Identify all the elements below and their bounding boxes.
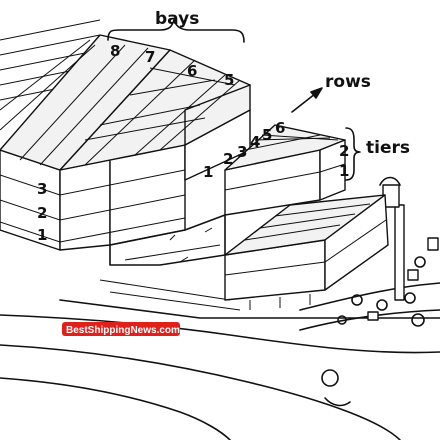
watermark-text: BestShippingNews.com	[66, 325, 180, 336]
row-number: 5	[262, 126, 272, 144]
row-number: 1	[203, 163, 213, 181]
bay-number: 7	[145, 48, 155, 66]
row-number: 2	[223, 150, 233, 168]
row-number: 3	[237, 143, 247, 161]
tier-number-right: 2	[339, 142, 349, 160]
tiers-bracket	[345, 127, 361, 181]
tier-number-right: 1	[339, 162, 349, 180]
open-hold	[109, 214, 226, 266]
tier-number-left: 3	[37, 180, 47, 198]
bow-machinery	[299, 176, 440, 407]
bay-number: 6	[187, 62, 197, 80]
bay-number: 8	[110, 42, 120, 60]
tier-number-left: 2	[37, 204, 47, 222]
forward-container-stack	[224, 124, 346, 216]
bays-bracket	[107, 19, 245, 43]
aft-container-stack	[0, 34, 251, 251]
rows-arrow	[291, 87, 323, 113]
ship-hull	[0, 279, 440, 440]
aft-stack-tier-lines	[0, 39, 241, 243]
bays-label: bays	[155, 9, 199, 29]
row-number: 4	[250, 133, 260, 151]
watermark-badge	[62, 322, 180, 336]
tier-number-left: 1	[37, 226, 47, 244]
rows-label: rows	[325, 72, 371, 92]
bow-container-stack	[224, 194, 389, 310]
bay-number: 5	[224, 71, 234, 89]
tiers-label: tiers	[366, 138, 410, 158]
row-number: 6	[275, 119, 285, 137]
